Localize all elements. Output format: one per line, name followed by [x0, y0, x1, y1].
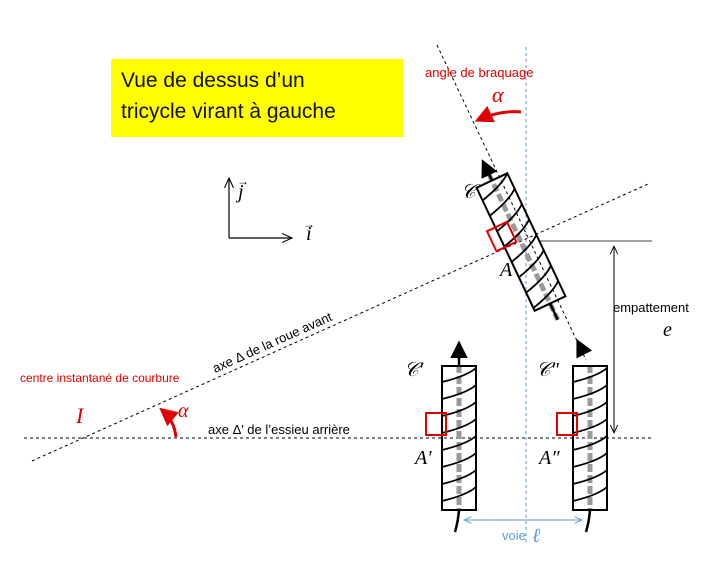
alpha-bottom-symbol: α	[178, 400, 189, 422]
front-wheel	[475, 159, 567, 321]
steering-angle-arrow	[474, 105, 522, 123]
steering-angle-label: angle de braquage	[425, 65, 533, 80]
unit-vectors	[229, 178, 292, 238]
right-angle-rear-left	[425, 412, 447, 436]
title-line-1: Vue de dessus d’un	[121, 69, 305, 92]
rear-right-wheel-label: 𝒞″	[536, 359, 560, 381]
axis-angle-arrow	[159, 407, 179, 438]
track-label: voie	[502, 528, 526, 543]
unit-i-accent: →	[303, 217, 315, 231]
point-A-label: A	[498, 259, 513, 281]
unit-j-label: j	[235, 181, 244, 203]
title-line-2: tricycle virant à gauche	[121, 100, 336, 123]
alpha-top-symbol: α	[492, 82, 504, 107]
point-I-label: I	[75, 403, 85, 428]
unit-j-accent: →	[237, 174, 249, 188]
track-symbol: ℓ	[532, 525, 541, 547]
point-A1-label: A′	[413, 447, 432, 469]
right-angle-rear-right	[556, 412, 578, 436]
curvature-center-label: centre instantané de courbure	[20, 371, 180, 385]
point-A2-label: A″	[537, 447, 560, 469]
unit-i-label: i	[306, 223, 312, 245]
rear-axis-label: axe Δ′ de l’essieu arrière	[208, 422, 350, 437]
rear-right-wheel	[572, 338, 608, 533]
front-axis-line	[31, 183, 649, 462]
wheelbase-label: empattement	[613, 300, 689, 315]
title-box: Vue de dessus d’un tricycle virant à gau…	[111, 59, 403, 137]
front-axis-label: axe Δ de la roue avant	[210, 309, 335, 376]
rear-left-wheel-label: 𝒞′	[404, 359, 424, 381]
front-wheel-direction-line	[436, 44, 587, 361]
wheelbase-symbol: e	[663, 319, 672, 341]
right-angle-front	[485, 220, 518, 253]
